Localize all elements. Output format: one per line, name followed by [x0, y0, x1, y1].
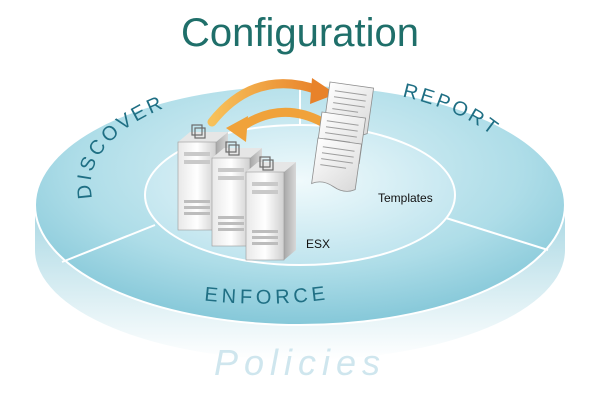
- arrow-head-left-icon: [226, 116, 248, 142]
- policies-label: Policies: [214, 342, 386, 383]
- vm-badge-icon: [191, 124, 274, 171]
- esx-label: ESX: [306, 237, 330, 251]
- sync-arrows: [207, 78, 336, 142]
- arrow-to-templates-icon: [207, 79, 323, 127]
- templates-label: Templates: [378, 191, 433, 205]
- arrow-head-right-icon: [310, 78, 336, 104]
- diagram-title: Configuration: [181, 11, 419, 55]
- templates-icon: [311, 81, 375, 192]
- divider-left: [61, 224, 156, 263]
- ring-label-enforce: ENFORCE: [204, 282, 331, 308]
- arrow-to-servers-icon: [235, 107, 327, 133]
- divider-right: [445, 217, 549, 251]
- server-stack: [177, 124, 296, 261]
- server-icon: [245, 162, 296, 261]
